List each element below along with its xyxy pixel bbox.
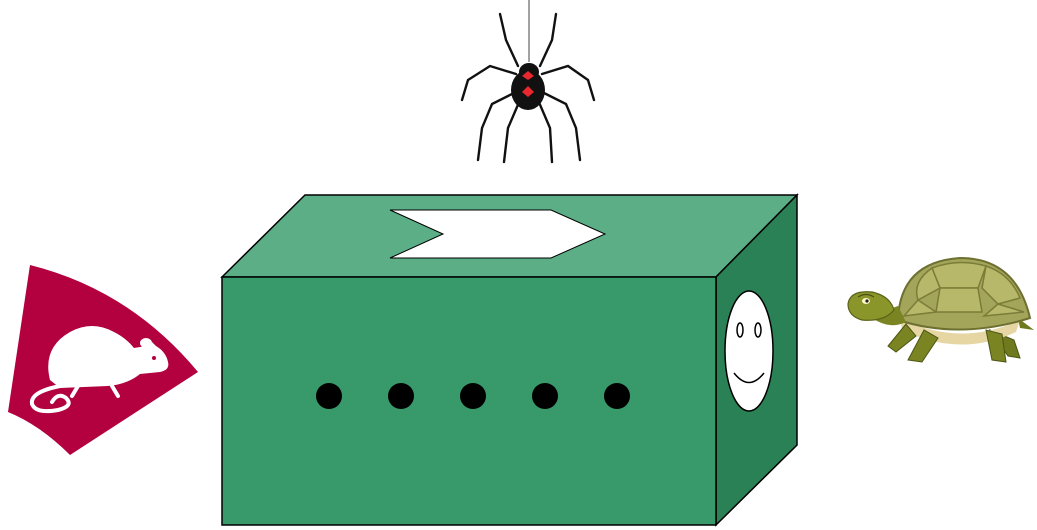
dot: [460, 383, 486, 409]
spider-icon: [462, 0, 594, 162]
tortoise-icon: [848, 258, 1034, 362]
dot: [388, 383, 414, 409]
dot: [532, 383, 558, 409]
dot: [316, 383, 342, 409]
rat-eye: [152, 356, 156, 360]
box: [222, 195, 797, 525]
rat-icon: [8, 265, 198, 455]
smiley-face-icon: [725, 291, 773, 411]
dot: [604, 383, 630, 409]
